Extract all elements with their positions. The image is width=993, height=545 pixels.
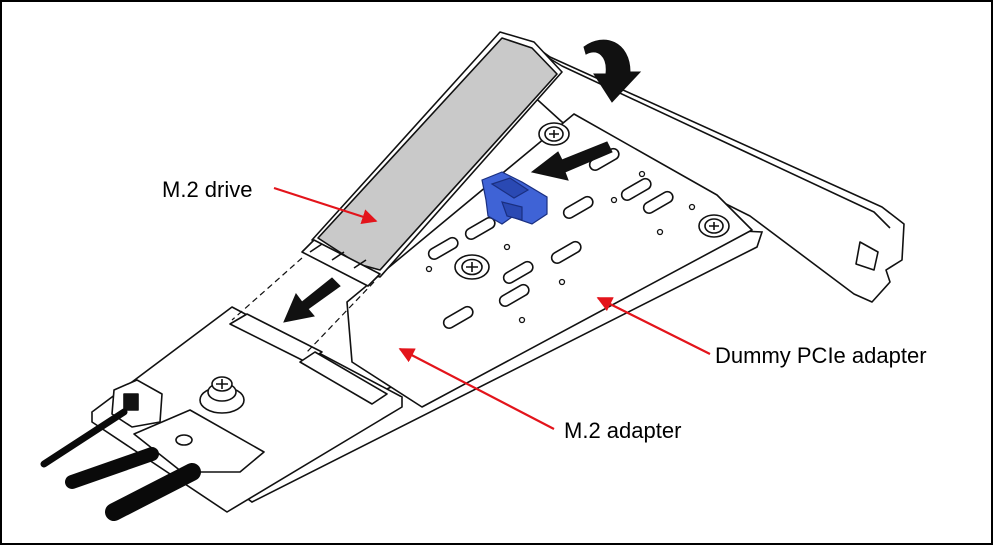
callout-lines: [273, 186, 711, 430]
straight-arrow-icon: [530, 141, 613, 181]
dummy-pcie-adapter-label: Dummy PCIe adapter: [715, 343, 927, 368]
cables: [40, 408, 201, 521]
screw-icon: [698, 214, 730, 238]
m2-adapter-label: M.2 adapter: [564, 418, 682, 443]
straight-arrow-icon: [283, 277, 341, 323]
retainer-clip: [481, 171, 548, 225]
insertion-guide: [231, 257, 375, 353]
m2-adapter-board: [91, 306, 403, 513]
screw-icon: [538, 122, 570, 146]
curved-arrow-icon: [583, 39, 642, 103]
m2-drive-label: M.2 drive: [162, 177, 253, 202]
screw-icon: [454, 254, 490, 280]
